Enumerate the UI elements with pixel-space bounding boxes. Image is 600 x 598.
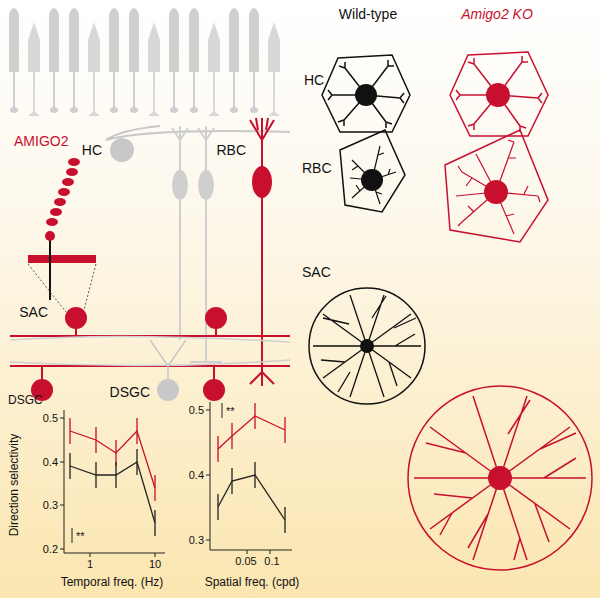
chart-title: DSGC — [8, 394, 43, 406]
tick-label: 10 — [149, 559, 161, 570]
cell-label: RBC — [216, 143, 246, 157]
row-label: SAC — [302, 265, 331, 279]
cell-label: HC — [82, 143, 102, 157]
axis-title: Spatial freq. (cpd) — [205, 576, 300, 588]
axis-title: Direction selectivity — [8, 434, 20, 537]
column-heading: Wild-type — [339, 7, 397, 21]
significance-mark: ** — [76, 531, 85, 542]
tick-label: 0.5 — [43, 413, 58, 424]
cell-label: DSGC — [110, 385, 150, 399]
tick-label: 0.4 — [189, 470, 204, 481]
tick-label: 0.3 — [189, 535, 204, 546]
column-heading: Amigo2 KO — [461, 7, 533, 21]
tick-label: 0.3 — [43, 500, 58, 511]
tick-label: 0.5 — [189, 405, 204, 416]
tick-label: 0.4 — [43, 457, 58, 468]
row-label: RBC — [302, 161, 332, 175]
significance-mark: ** — [226, 406, 235, 417]
tick-label: 0.2 — [43, 544, 58, 555]
axis-title: Temporal freq. (Hz) — [61, 576, 164, 588]
row-label: HC — [304, 73, 324, 87]
cell-label: SAC — [19, 305, 48, 319]
tick-label: 0.1 — [264, 556, 279, 567]
protein-label: AMIGO2 — [14, 134, 68, 148]
tick-label: 1 — [87, 559, 93, 570]
tick-label: 0.05 — [235, 556, 256, 567]
